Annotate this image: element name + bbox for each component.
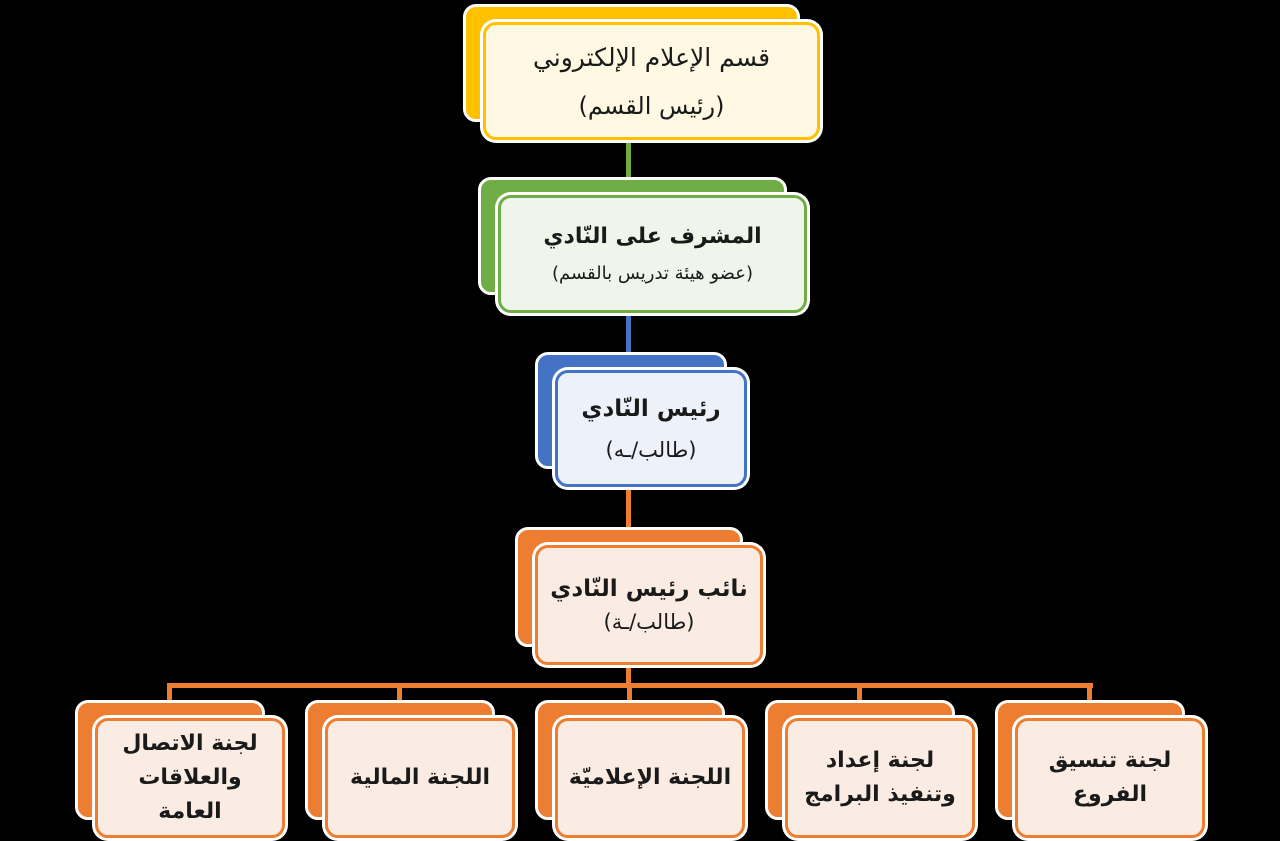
node-department-head: قسم الإعلام الإلكتروني (رئيس القسم) <box>463 4 820 140</box>
node-committee-card[interactable]: لجنة تنسيق الفروع <box>1015 718 1205 838</box>
node-committee-finance: اللجنة المالية <box>305 700 515 838</box>
node-subtitle: (طالب/ـة) <box>603 610 695 634</box>
node-club-supervisor: المشرف على النّادي (عضو هيئة تدريس بالقس… <box>478 177 807 313</box>
node-club-president: رئيس النّادي (طالب/ـه) <box>535 352 747 487</box>
node-title: المشرف على النّادي <box>543 224 762 249</box>
node-committee-media: اللجنة الإعلاميّة <box>535 700 745 838</box>
node-committee-card[interactable]: اللجنة الإعلاميّة <box>555 718 745 838</box>
connector-supervisor-president <box>626 312 631 354</box>
node-supervisor-card[interactable]: المشرف على النّادي (عضو هيئة تدريس بالقس… <box>498 195 807 313</box>
node-committee-card[interactable]: اللجنة المالية <box>325 718 515 838</box>
connector-drop-committee-4 <box>857 683 862 703</box>
connector-vice-to-bus <box>626 664 631 685</box>
node-vice-president-card[interactable]: نائب رئيس النّادي (طالب/ـة) <box>535 545 763 665</box>
connector-department-supervisor <box>626 139 631 180</box>
node-title: رئيس النّادي <box>581 395 721 422</box>
committee-label: لجنة الاتصال والعلاقات العامة <box>122 730 258 825</box>
node-committee-programs: لجنة إعداد وتنفيذ البرامج <box>765 700 975 838</box>
node-committee-card[interactable]: لجنة الاتصال والعلاقات العامة <box>95 718 285 838</box>
connector-drop-committee-1 <box>167 683 172 703</box>
committee-label: اللجنة المالية <box>350 764 491 790</box>
connector-drop-committee-2 <box>397 683 402 703</box>
node-committee-communication-pr: لجنة الاتصال والعلاقات العامة <box>75 700 285 838</box>
committee-label: لجنة إعداد وتنفيذ البرامج <box>804 747 956 807</box>
node-title: قسم الإعلام الإلكتروني <box>532 42 771 72</box>
node-subtitle: (رئيس القسم) <box>578 91 725 120</box>
node-title: نائب رئيس النّادي <box>550 576 748 602</box>
connector-drop-committee-5 <box>1087 683 1092 703</box>
node-committee-card[interactable]: لجنة إعداد وتنفيذ البرامج <box>785 718 975 838</box>
node-committee-branch-coordination: لجنة تنسيق الفروع <box>995 700 1205 838</box>
committee-label: اللجنة الإعلاميّة <box>568 764 732 790</box>
node-subtitle: (عضو هيئة تدريس بالقسم) <box>551 263 754 284</box>
node-subtitle: (طالب/ـه) <box>605 437 697 462</box>
node-president-card[interactable]: رئيس النّادي (طالب/ـه) <box>555 370 747 487</box>
node-department-card[interactable]: قسم الإعلام الإلكتروني (رئيس القسم) <box>483 22 820 140</box>
connector-president-vice <box>626 486 631 529</box>
connector-drop-committee-3 <box>627 683 632 703</box>
node-vice-president: نائب رئيس النّادي (طالب/ـة) <box>515 527 763 665</box>
committee-label: لجنة تنسيق الفروع <box>1048 747 1172 807</box>
